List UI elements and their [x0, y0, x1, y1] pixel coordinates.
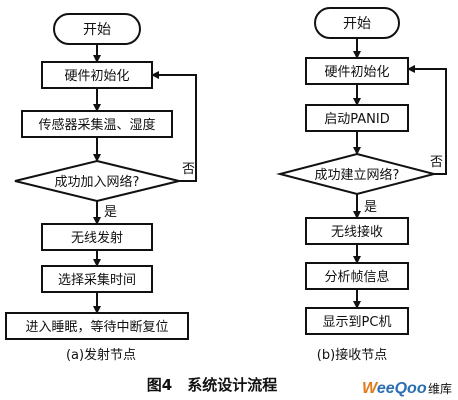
right-no-label: 否	[430, 155, 443, 170]
left-no-loop-line	[151, 71, 197, 182]
watermark-logo: WeeQoo 维库	[362, 380, 452, 397]
left-caption: (a)发射节点	[66, 347, 136, 363]
watermark-brand-w: W	[362, 380, 379, 397]
right-start-label: 开始	[343, 16, 371, 32]
left-decision-label: 成功加入网络?	[55, 174, 140, 190]
right-decision-label: 成功建立网络?	[315, 167, 400, 183]
right-display-label: 显示到PC机	[323, 315, 392, 330]
right-receive-label: 无线接收	[331, 224, 383, 240]
watermark-brand-cn: 维库	[428, 381, 452, 396]
right-yes-label: 是	[364, 200, 377, 215]
left-no-label: 否	[182, 162, 195, 177]
left-init-label: 硬件初始化	[64, 69, 129, 84]
right-flowchart: 开始 硬件初始化 启动PANID 成功建立网络? 否 是 无线接收 分析帧信息 …	[276, 7, 447, 363]
watermark-brand-rest: eeQoo	[377, 380, 427, 397]
right-panid-box	[305, 104, 409, 132]
left-start-label: 开始	[83, 22, 111, 38]
right-init-box	[305, 57, 409, 85]
right-display-box	[305, 307, 409, 335]
left-sleep-label: 进入睡眠，等待中断复位	[25, 319, 168, 335]
svg-text:WeeQoo: WeeQoo	[362, 380, 427, 397]
left-transmit-box	[41, 223, 153, 251]
figure-title: 图4 系统设计流程	[147, 376, 277, 394]
left-sensor-label: 传感器采集温、湿度	[38, 117, 155, 133]
right-init-label: 硬件初始化	[324, 65, 389, 80]
right-receive-box	[305, 217, 409, 245]
right-no-loop-line	[407, 65, 447, 175]
left-transmit-label: 无线发射	[71, 230, 123, 246]
left-flowchart: 开始 硬件初始化 传感器采集温、湿度 成功加入网络? 否 是 无线发射 选择采集…	[5, 13, 197, 363]
left-select-time-label: 选择采集时间	[58, 272, 136, 288]
right-analyze-label: 分析帧信息	[324, 269, 389, 285]
right-panid-label: 启动PANID	[324, 112, 389, 127]
left-sleep-box	[5, 312, 189, 340]
right-caption: (b)接收节点	[317, 347, 387, 363]
left-init-box	[41, 61, 153, 89]
left-yes-label: 是	[104, 205, 117, 220]
